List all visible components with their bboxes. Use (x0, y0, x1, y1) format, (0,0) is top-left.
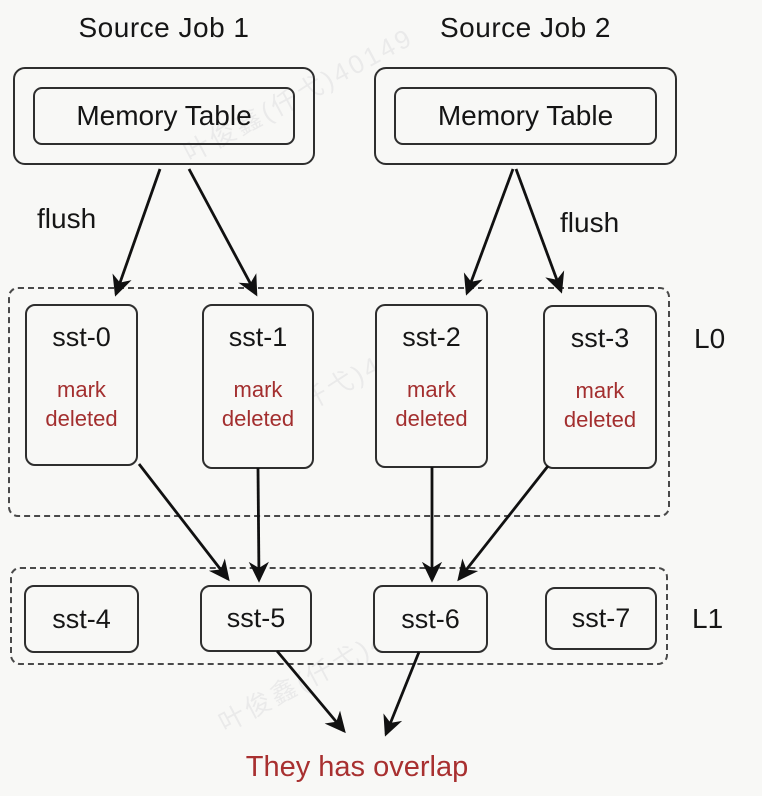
sst-1-box: sst-1 mark deleted (202, 304, 314, 469)
sst-5-label: sst-5 (226, 603, 286, 633)
sst-2-box: sst-2 mark deleted (375, 304, 488, 468)
sst-4-box: sst-4 (24, 585, 139, 653)
flush-label-left: flush (37, 203, 97, 234)
arrow-flush-mem1-sst1 (187, 168, 258, 297)
arrow-flush-mem2-sst2 (463, 168, 515, 296)
memory-table-2-box: Memory Table (394, 87, 657, 145)
source-job-2-box: Memory Table (374, 67, 677, 165)
sst-0-box: sst-0 mark deleted (25, 304, 138, 466)
sst-5-box: sst-5 (200, 585, 312, 652)
sst-4-label: sst-4 (52, 603, 111, 634)
sst-3-label: sst-3 (570, 323, 630, 353)
sst-1-label: sst-1 (228, 322, 288, 352)
source-job-1-title: Source Job 1 (78, 12, 250, 43)
sst-7-label: sst-7 (571, 603, 631, 633)
sst-1-note: mark deleted (221, 377, 295, 432)
level-l1-label: L1 (692, 603, 724, 634)
memory-table-1-label: Memory Table (76, 100, 252, 131)
sst-2-note: mark deleted (395, 377, 468, 432)
level-l0-box (8, 287, 670, 517)
sst-3-box: sst-3 mark deleted (543, 305, 657, 469)
sst-7-box: sst-7 (545, 587, 657, 650)
memory-table-2-label: Memory Table (437, 100, 614, 131)
source-job-2-title: Source Job 2 (440, 12, 611, 43)
sst-2-label: sst-2 (402, 322, 461, 352)
level-l0-label: L0 (694, 323, 726, 354)
source-job-1-box: Memory Table (13, 67, 315, 165)
arrow-flush-mem1-sst0 (112, 168, 162, 297)
overlap-annotation: They has overlap (245, 751, 469, 783)
sst-3-note: mark deleted (563, 378, 637, 433)
memory-table-1-box: Memory Table (33, 87, 295, 145)
sst-6-box: sst-6 (373, 585, 488, 653)
sst-6-label: sst-6 (401, 603, 460, 634)
arrow-flush-mem2-sst3 (514, 168, 565, 294)
sst-0-label: sst-0 (52, 322, 111, 352)
flush-label-right: flush (560, 207, 620, 238)
sst-0-note: mark deleted (45, 377, 118, 432)
